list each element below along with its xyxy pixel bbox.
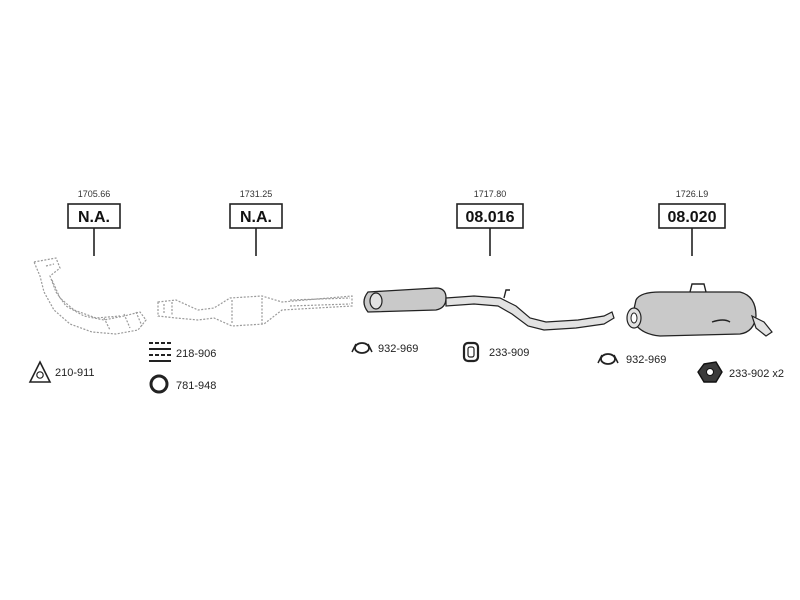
- section-catalytic-converter: 1731.25 N.A.: [157, 189, 353, 327]
- part-932-969-front[interactable]: 932-969: [351, 342, 418, 355]
- part-210-911[interactable]: 210-911: [28, 360, 95, 383]
- code-front-pipe: N.A.: [78, 209, 110, 226]
- part-label-932-969-rear: 932-969: [626, 354, 666, 366]
- code-middle-silencer: 08.016: [466, 209, 515, 226]
- ref-number-front-pipe: 1705.66: [78, 189, 111, 199]
- part-label-233-902: 233-902 x2: [729, 368, 784, 380]
- ref-number-catalyst: 1731.25: [240, 189, 273, 199]
- part-218-906[interactable]: 218-906: [149, 342, 216, 362]
- part-label-218-906: 218-906: [176, 348, 216, 360]
- code-catalyst: N.A.: [240, 209, 272, 226]
- triangle-gasket-icon: [28, 360, 52, 383]
- code-box-catalyst[interactable]: [229, 203, 283, 229]
- middle-silencer-drawing: [363, 287, 615, 331]
- rubber-mount-icon: [462, 341, 480, 363]
- part-label-233-909: 233-909: [489, 347, 529, 359]
- front-pipe-drawing: [33, 257, 147, 335]
- catalyst-drawing: [157, 295, 353, 327]
- bolt-set-icon: [149, 342, 171, 362]
- clamp-icon: [597, 353, 619, 365]
- ref-number-middle-silencer: 1717.80: [474, 189, 507, 199]
- part-label-210-911: 210-911: [55, 367, 95, 379]
- clamp-icon: [351, 342, 373, 354]
- part-label-781-948: 781-948: [176, 380, 216, 392]
- part-233-909[interactable]: 233-909: [462, 341, 529, 363]
- section-rear-silencer: 1726.L9 08.020: [626, 189, 773, 337]
- code-rear-silencer: 08.020: [668, 209, 717, 226]
- part-233-902[interactable]: 233-902 x2: [697, 361, 784, 383]
- code-box-middle-silencer[interactable]: [456, 203, 524, 229]
- section-front-pipe: 1705.66 N.A.: [33, 189, 147, 335]
- ref-number-rear-silencer: 1726.L9: [676, 189, 709, 199]
- hex-nut-icon: [697, 361, 723, 383]
- part-label-932-969-front: 932-969: [378, 343, 418, 355]
- part-932-969-rear[interactable]: 932-969: [597, 353, 666, 366]
- section-middle-silencer: 1717.80 08.016: [363, 189, 615, 331]
- rear-silencer-drawing: [626, 283, 773, 337]
- ring-gasket-icon: [149, 374, 169, 394]
- part-781-948[interactable]: 781-948: [149, 374, 216, 394]
